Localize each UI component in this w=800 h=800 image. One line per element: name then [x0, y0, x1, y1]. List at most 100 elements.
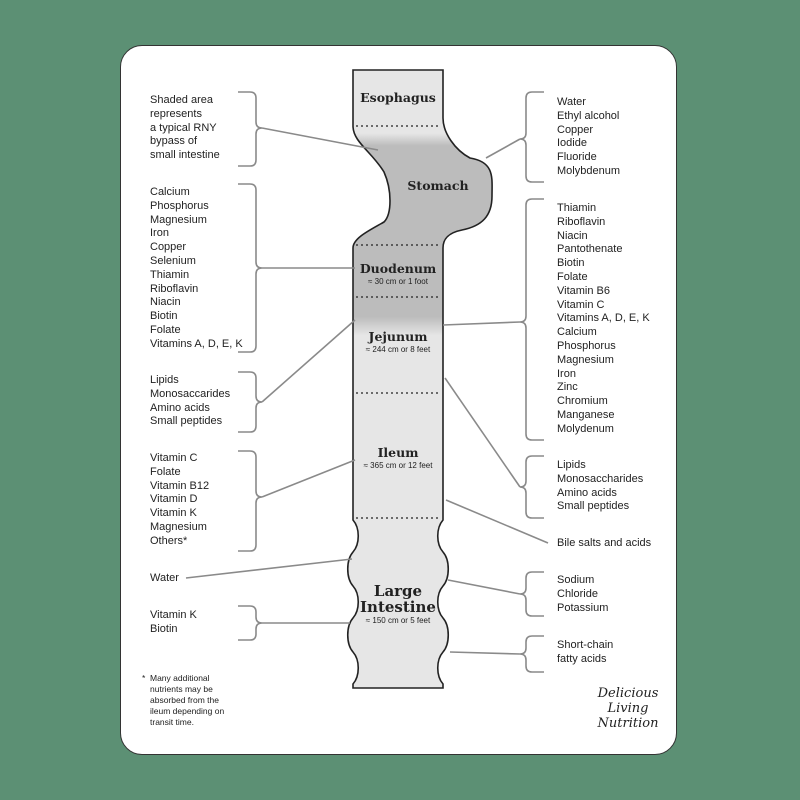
segment-jejunum: Jejunum ≈ 244 cm or 8 feet — [352, 329, 444, 354]
right-group-fatty-acids: Short-chain fatty acids — [557, 639, 613, 667]
list-item: Phosphorus — [150, 199, 209, 212]
list-item: fatty acids — [557, 652, 607, 665]
list-item: a typical RNY — [150, 121, 217, 134]
footnote: * Many additional nutrients may be absor… — [142, 673, 242, 728]
list-item: Biotin — [557, 257, 585, 270]
right-connectors — [442, 91, 549, 673]
list-item: Calcium — [150, 186, 190, 198]
list-item: Zinc — [557, 381, 578, 394]
logo-line1: Delicious — [597, 686, 659, 701]
list-item: Others* — [150, 534, 188, 547]
list-item: Fluoride — [557, 151, 597, 164]
list-item: Copper — [557, 123, 594, 136]
list-item: Selenium — [150, 254, 196, 267]
list-item: Vitamin K — [150, 609, 197, 621]
left-group-duodenum-nutrients: Calcium Phosphorus Magnesium Iron Copper… — [150, 186, 243, 352]
list-item: Monosaccharides — [557, 472, 644, 485]
large-intestine-label-line1: Large — [373, 582, 423, 600]
segment-dividers — [356, 125, 440, 519]
jejunum-label: Jejunum — [368, 329, 428, 344]
left-group-large-intestine-vitamins: Vitamin K Biotin — [150, 609, 197, 637]
list-item: represents — [150, 107, 202, 120]
list-item: Niacin — [557, 229, 588, 242]
ileum-label: Ileum — [377, 445, 419, 460]
right-group-electrolytes: Sodium Chloride Potassium — [557, 574, 608, 615]
right-group-ileum-macros: Lipids Monosaccharides Amino acids Small… — [557, 459, 643, 514]
left-group-ileum-nutrients: Vitamin C Folate Vitamin B12 Vitamin D V… — [150, 452, 209, 549]
list-item: Vitamins A, D, E, K — [557, 312, 650, 325]
list-item: Water — [150, 572, 179, 584]
right-group-jejunum-nutrients: Thiamin Riboflavin Niacin Pantothenate B… — [557, 202, 650, 437]
footnote-text: Many additional nutrients may be absorbe… — [150, 673, 225, 727]
list-item: Thiamin — [150, 268, 190, 281]
list-item: Folate — [150, 465, 181, 478]
list-item: Iron — [557, 367, 576, 380]
list-item: Phosphorus — [557, 339, 616, 352]
list-item: Magnesium — [150, 213, 207, 226]
jejunum-length: ≈ 244 cm or 8 feet — [365, 345, 431, 354]
logo-line2: Living — [607, 701, 649, 716]
list-item: Niacin — [150, 296, 181, 309]
duodenum-length: ≈ 30 cm or 1 foot — [368, 277, 428, 286]
list-item: Sodium — [557, 574, 595, 586]
list-item: Pantothenate — [557, 243, 623, 256]
list-item: Short-chain — [557, 639, 614, 651]
left-group-shaded-note: Shaded area represents a typical RNY byp… — [150, 94, 220, 163]
list-item: Molydenum — [557, 422, 614, 435]
list-item: Folate — [150, 323, 181, 336]
ileum-length: ≈ 365 cm or 12 feet — [363, 461, 433, 470]
list-item: Copper — [150, 241, 187, 254]
segment-large-intestine: Large Intestine ≈ 150 cm or 5 feet — [352, 583, 444, 625]
list-item: Chloride — [557, 587, 598, 600]
list-item: Vitamin C — [150, 452, 198, 464]
list-item: Thiamin — [557, 202, 597, 214]
segment-esophagus: Esophagus — [352, 90, 444, 105]
list-item: Monosaccarides — [150, 387, 231, 400]
list-item: Chromium — [557, 395, 608, 408]
list-item: Magnesium — [557, 353, 614, 366]
list-item: Vitamin K — [150, 507, 197, 520]
brand-logo: Delicious Living Nutrition — [588, 686, 668, 731]
list-item: Riboflavin — [557, 215, 606, 228]
list-item: Folate — [557, 270, 588, 283]
footnote-symbol: * — [142, 673, 146, 683]
right-group-stomach-absorption: Water Ethyl alcohol Copper Iodide Fluori… — [557, 96, 620, 179]
list-item: Biotin — [150, 310, 178, 323]
list-item: bypass of — [150, 135, 198, 148]
segment-duodenum: Duodenum ≈ 30 cm or 1 foot — [352, 261, 444, 286]
list-item: Shaded area — [150, 94, 213, 106]
list-item: Bile salts and acids — [557, 537, 652, 549]
segment-stomach: Stomach — [392, 178, 484, 193]
list-item: Vitamins A, D, E, K — [150, 337, 243, 350]
list-item: Amino acids — [557, 486, 617, 499]
left-group-water: Water — [150, 572, 179, 586]
list-item: Lipids — [150, 374, 179, 386]
list-item: Vitamin B6 — [557, 284, 610, 297]
list-item: Vitamin D — [150, 493, 198, 506]
list-item: Biotin — [150, 622, 178, 635]
digestive-tube — [346, 69, 493, 689]
list-item: Iodide — [557, 137, 587, 150]
list-item: Vitamin C — [557, 298, 605, 311]
list-item: Potassium — [557, 601, 609, 614]
list-item: Lipids — [557, 459, 586, 471]
right-group-bile: Bile salts and acids — [557, 537, 651, 551]
list-item: Small peptides — [557, 500, 630, 513]
logo-line3: Nutrition — [597, 716, 659, 731]
list-item: Magnesium — [150, 520, 207, 533]
list-item: Water — [557, 96, 586, 108]
list-item: Vitamin B12 — [150, 479, 210, 492]
list-item: Riboflavin — [150, 282, 199, 295]
large-intestine-label-line2: Intestine — [360, 598, 436, 616]
list-item: Molybdenum — [557, 164, 620, 177]
large-intestine-length: ≈ 150 cm or 5 feet — [365, 616, 431, 625]
segment-ileum: Ileum ≈ 365 cm or 12 feet — [352, 445, 444, 470]
list-item: Calcium — [557, 326, 597, 339]
list-item: small intestine — [150, 149, 220, 162]
list-item: Ethyl alcohol — [557, 109, 620, 122]
list-item: Small peptides — [150, 415, 223, 428]
esophagus-label: Esophagus — [360, 90, 436, 105]
list-item: Amino acids — [150, 401, 210, 414]
left-connectors — [185, 91, 379, 641]
